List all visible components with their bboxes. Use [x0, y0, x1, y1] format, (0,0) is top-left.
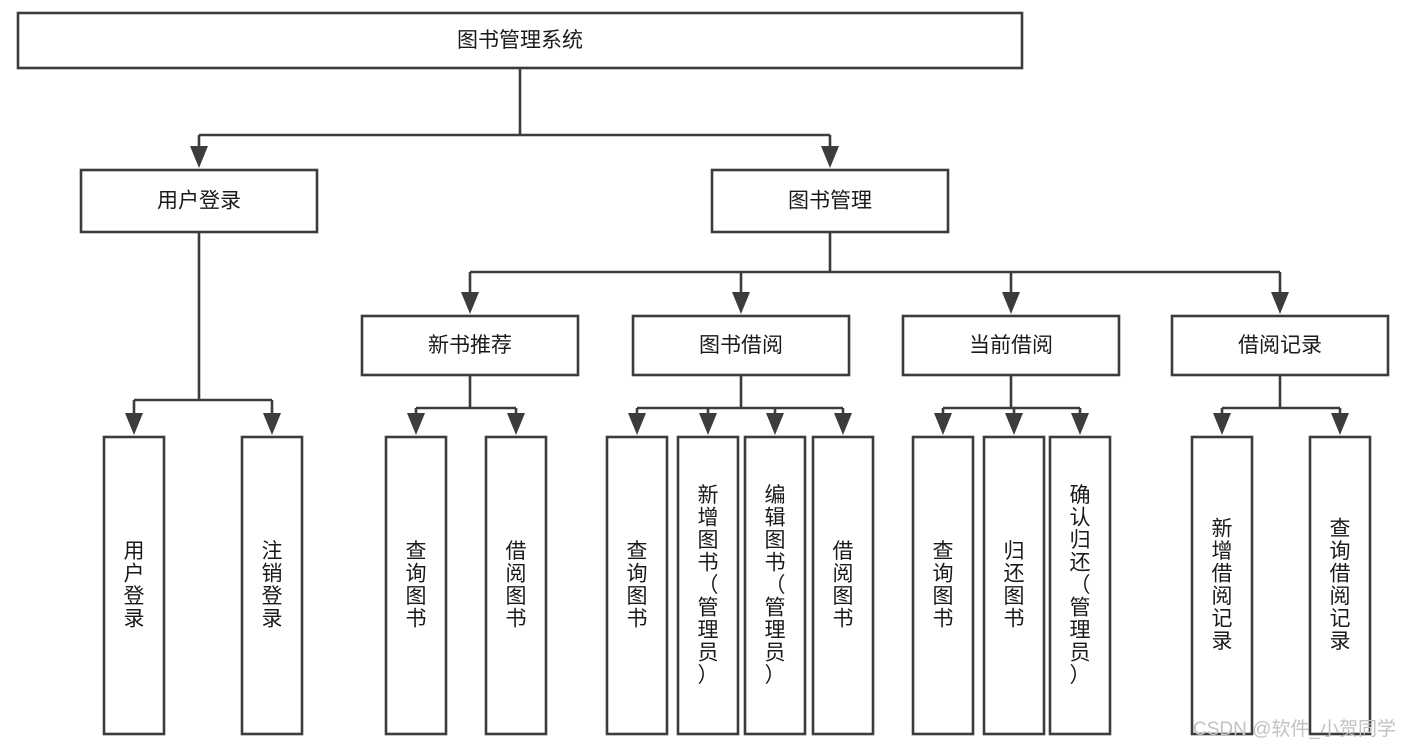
node-new-book-recommend[interactable]: 新书推荐	[360, 314, 580, 377]
node-label-current-borrow: 当前借阅	[969, 334, 1053, 357]
node-user-login[interactable]: 用户登录	[79, 168, 319, 234]
node-label-leaf-return-book: 归还图书	[1004, 540, 1025, 631]
node-box-new-book-recommend	[360, 314, 580, 377]
arrow-head-icon-book-management	[821, 146, 839, 168]
node-box-leaf-borrow-book	[811, 435, 875, 736]
arrow-head-icon-new-book-recommend	[461, 292, 479, 314]
node-label-leaf-query-book-borrow: 查询图书	[627, 540, 648, 631]
node-box-book-borrow	[631, 314, 851, 377]
node-box-leaf-query-book-current	[911, 435, 975, 736]
arrow-head-icon-leaf-confirm-return	[1071, 413, 1089, 435]
node-box-book-management	[710, 168, 950, 234]
node-root[interactable]: 图书管理系统	[16, 11, 1024, 70]
node-box-leaf-borrow-book-rec	[484, 435, 548, 736]
node-box-leaf-user-login	[102, 435, 166, 736]
arrow-head-icon-leaf-query-book-current	[934, 413, 952, 435]
arrow-head-icon-leaf-query-record	[1331, 413, 1349, 435]
arrow-head-icon-leaf-borrow-book-rec	[507, 413, 525, 435]
node-borrow-record[interactable]: 借阅记录	[1170, 314, 1390, 377]
node-box-leaf-query-book-borrow	[605, 435, 669, 736]
node-leaf-confirm-return[interactable]: 确认归还（管理员）	[1048, 435, 1112, 736]
node-label-new-book-recommend: 新书推荐	[428, 334, 512, 357]
node-box-leaf-add-book	[676, 435, 740, 736]
node-box-leaf-return-book	[982, 435, 1046, 736]
node-label-leaf-add-record: 新增借阅记录	[1212, 518, 1233, 654]
node-label-borrow-record: 借阅记录	[1238, 334, 1322, 357]
node-box-leaf-add-record	[1190, 435, 1254, 736]
arrow-head-icon-user-login	[190, 146, 208, 168]
node-leaf-user-login[interactable]: 用户登录	[102, 435, 166, 736]
arrow-head-icon-current-borrow	[1002, 292, 1020, 314]
node-label-leaf-query-book-rec: 查询图书	[406, 540, 427, 631]
node-layer: 图书管理系统用户登录图书管理新书推荐图书借阅当前借阅借阅记录用户登录注销登录查询…	[16, 11, 1390, 736]
arrow-head-icon-leaf-user-login	[125, 413, 143, 435]
arrow-head-icon-leaf-user-logout	[263, 413, 281, 435]
node-box-leaf-user-logout	[240, 435, 304, 736]
node-leaf-borrow-book-rec[interactable]: 借阅图书	[484, 435, 548, 736]
arrow-head-icon-borrow-record	[1271, 292, 1289, 314]
node-label-user-login: 用户登录	[157, 190, 241, 213]
node-leaf-user-logout[interactable]: 注销登录	[240, 435, 304, 736]
arrow-head-icon-leaf-return-book	[1005, 413, 1023, 435]
node-leaf-return-book[interactable]: 归还图书	[982, 435, 1046, 736]
node-box-current-borrow	[901, 314, 1121, 377]
node-label-book-borrow: 图书借阅	[699, 334, 783, 357]
node-leaf-add-book[interactable]: 新增图书（管理员）	[676, 435, 740, 736]
node-leaf-query-book-current[interactable]: 查询图书	[911, 435, 975, 736]
node-label-leaf-borrow-book-rec: 借阅图书	[506, 540, 527, 631]
node-box-root	[16, 11, 1024, 70]
node-label-root: 图书管理系统	[457, 29, 583, 52]
node-box-borrow-record	[1170, 314, 1390, 377]
arrow-head-icon-leaf-query-book-borrow	[628, 413, 646, 435]
arrow-head-icon-leaf-add-record	[1213, 413, 1231, 435]
node-book-borrow[interactable]: 图书借阅	[631, 314, 851, 377]
node-box-leaf-confirm-return	[1048, 435, 1112, 736]
node-box-leaf-query-record	[1308, 435, 1372, 736]
node-label-leaf-add-book: 新增图书（管理员）	[698, 484, 719, 687]
node-leaf-query-record[interactable]: 查询借阅记录	[1308, 435, 1372, 736]
node-leaf-query-book-rec[interactable]: 查询图书	[384, 435, 448, 736]
arrow-head-icon-leaf-add-book	[699, 413, 717, 435]
node-label-leaf-query-book-current: 查询图书	[933, 540, 954, 631]
node-label-leaf-query-record: 查询借阅记录	[1330, 518, 1351, 654]
node-box-leaf-query-book-rec	[384, 435, 448, 736]
node-book-management[interactable]: 图书管理	[710, 168, 950, 234]
node-label-leaf-edit-book: 编辑图书（管理员）	[765, 484, 786, 687]
node-label-leaf-user-login: 用户登录	[124, 540, 145, 631]
node-label-leaf-confirm-return: 确认归还（管理员）	[1070, 484, 1091, 687]
node-label-book-management: 图书管理	[788, 190, 872, 213]
node-current-borrow[interactable]: 当前借阅	[901, 314, 1121, 377]
node-label-leaf-user-logout: 注销登录	[262, 540, 283, 631]
node-leaf-edit-book[interactable]: 编辑图书（管理员）	[743, 435, 807, 736]
connector-layer	[125, 68, 1349, 435]
node-leaf-query-book-borrow[interactable]: 查询图书	[605, 435, 669, 736]
csdn-watermark: CSDN @软件_小贺同学	[1193, 718, 1396, 740]
node-box-user-login	[79, 168, 319, 234]
node-leaf-add-record[interactable]: 新增借阅记录	[1190, 435, 1254, 736]
arrow-head-icon-book-borrow	[732, 292, 750, 314]
arrow-head-icon-leaf-query-book-rec	[407, 413, 425, 435]
arrow-head-icon-leaf-borrow-book	[834, 413, 852, 435]
node-box-leaf-edit-book	[743, 435, 807, 736]
node-label-leaf-borrow-book: 借阅图书	[833, 540, 854, 631]
arrow-head-icon-leaf-edit-book	[766, 413, 784, 435]
node-leaf-borrow-book[interactable]: 借阅图书	[811, 435, 875, 736]
